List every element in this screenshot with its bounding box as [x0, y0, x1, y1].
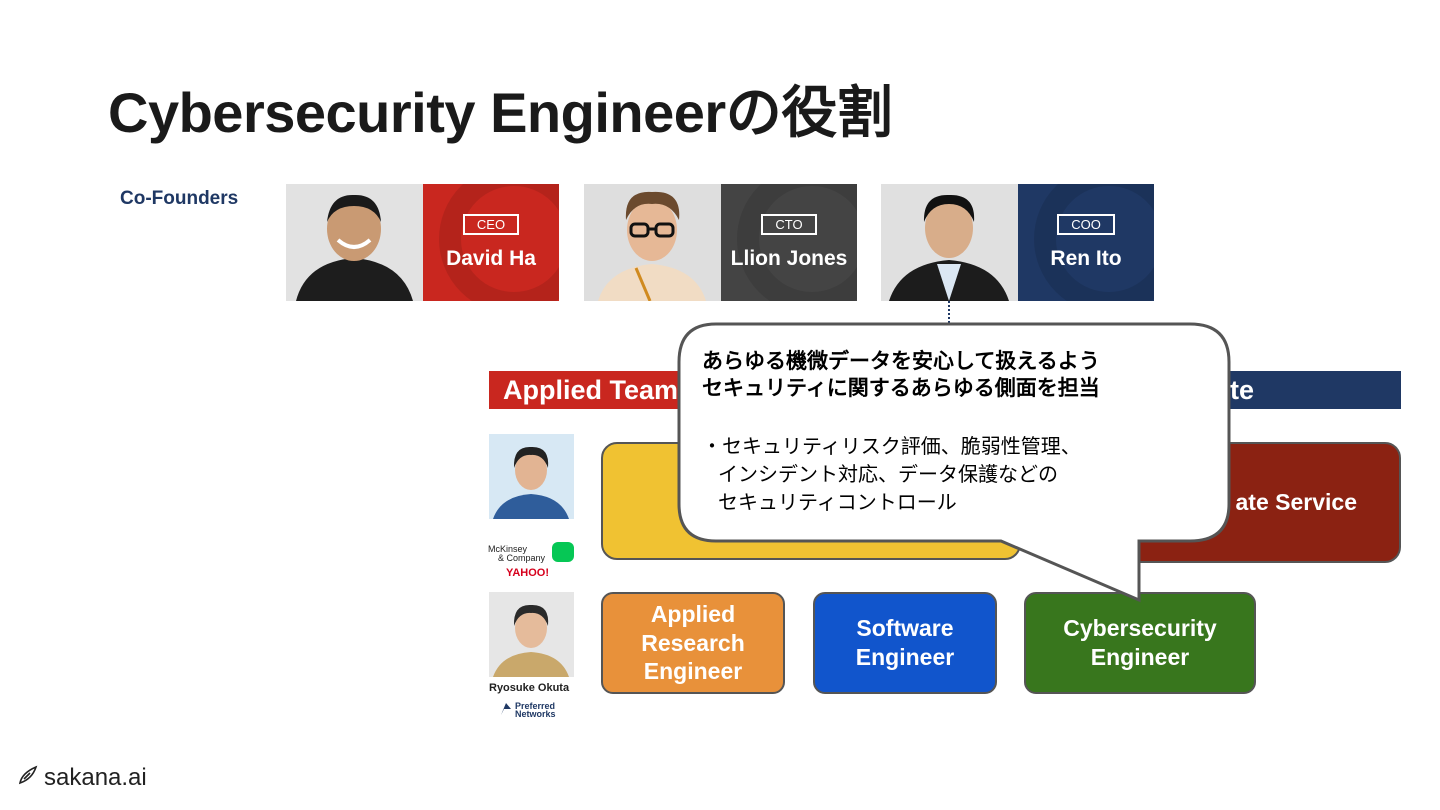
- fish-icon: [18, 764, 38, 792]
- yahoo-logo: YAHOO!: [506, 567, 549, 579]
- founder-photo: [584, 184, 721, 301]
- role-label: Software Engineer: [855, 615, 955, 670]
- brand-name: sakana.ai: [44, 764, 147, 791]
- founder-role-badge: CEO: [462, 214, 520, 235]
- member-name: Ryosuke Okuta: [489, 682, 570, 694]
- founder-name: Llion Jones: [730, 247, 848, 270]
- founder-photo: [286, 184, 423, 301]
- founder-card-coo: COO Ren Ito: [881, 184, 1154, 301]
- founder-role-badge: COO: [1057, 214, 1115, 235]
- callout-bullet: ・セキュリティリスク評価、脆弱性管理、 インシデント対応、データ保護などの セキ…: [702, 433, 1222, 517]
- founder-card-ceo: CEO David Ha: [286, 184, 559, 301]
- founder-panel: CEO David Ha: [423, 184, 559, 301]
- line-logo-icon: [552, 542, 574, 562]
- page-title: Cybersecurity Engineerの役割: [108, 81, 893, 144]
- founder-photo: [881, 184, 1018, 301]
- founder-name: David Ha: [446, 247, 536, 270]
- org-connector: [948, 301, 950, 323]
- corporate-team-bar: te: [1200, 371, 1401, 409]
- callout-bullet-line-2: インシデント対応、データ保護などの: [718, 463, 1058, 486]
- corporate-service-label: ate Service: [1235, 489, 1357, 515]
- callout-bullet-line-1: ・セキュリティリスク評価、脆弱性管理、: [702, 435, 1081, 458]
- role-label: Cybersecurity Engineer: [1063, 615, 1217, 670]
- founder-name: Ren Ito: [1050, 247, 1122, 270]
- applied-team-bar: Applied Team: [489, 371, 689, 409]
- founder-panel: CTO Llion Jones: [721, 184, 857, 301]
- founder-role-badge: CTO: [761, 214, 817, 235]
- founder-panel: COO Ren Ito: [1018, 184, 1154, 301]
- cofounders-label: Co-Founders: [120, 188, 239, 209]
- mckinsey-logo: McKinsey: [488, 544, 528, 554]
- pfn-logo: Preferred: [515, 701, 556, 711]
- founder-card-cto: CTO Llion Jones: [584, 184, 857, 301]
- callout-heading-2: セキュリティに関するあらゆる側面を担当: [702, 377, 1100, 401]
- callout-bubble: あらゆる機微データを安心して扱えるよう セキュリティに関するあらゆる側面を担当 …: [676, 322, 1249, 622]
- pfn-logo-2: Networks: [515, 709, 556, 719]
- callout-heading-1: あらゆる機微データを安心して扱えるよう: [702, 350, 1100, 373]
- member-photo-okuta: [489, 592, 574, 677]
- role-cybersecurity-engineer: Cybersecurity Engineer: [1024, 592, 1256, 694]
- callout-bullet-line-3: セキュリティコントロール: [718, 491, 957, 514]
- mckinsey-logo-2: & Company: [498, 553, 546, 563]
- role-applied-research-engineer: Applied Research Engineer: [601, 592, 785, 694]
- member-photo: [489, 434, 574, 519]
- role-label: Applied Research Engineer: [641, 600, 745, 685]
- pfn-logo-icon: [500, 702, 512, 716]
- role-software-engineer: Software Engineer: [813, 592, 997, 694]
- brand-logo: sakana.ai: [18, 764, 147, 792]
